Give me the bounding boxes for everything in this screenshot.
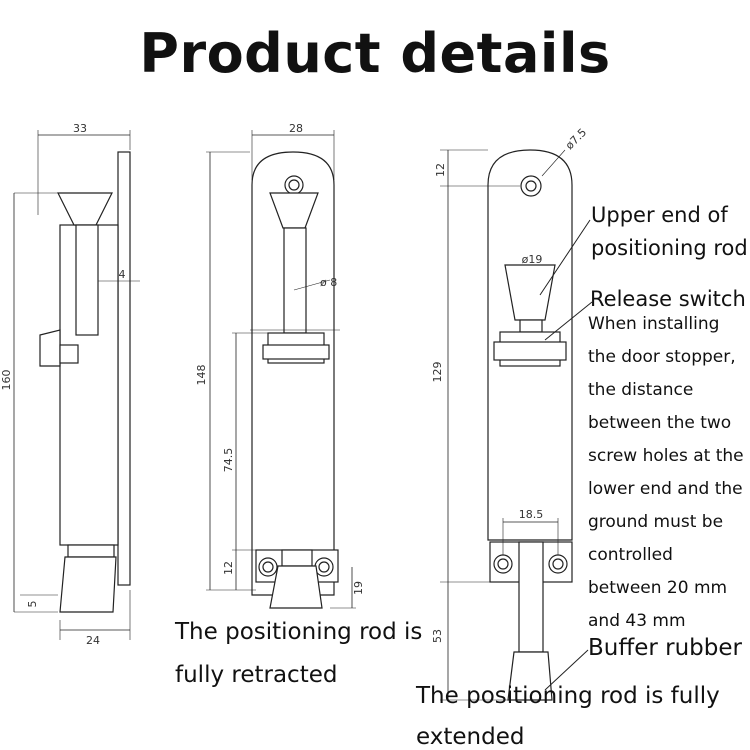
dim-view2-width: 28 xyxy=(289,122,303,135)
dim-view1-base: 24 xyxy=(86,634,100,647)
release-switch-label: Release switch xyxy=(590,287,746,311)
dim-view3-height: 129 xyxy=(431,362,444,383)
dim-view1-bottom: 5 xyxy=(26,601,39,608)
install-note-line: ground must be xyxy=(588,512,724,532)
retracted-caption-line1: The positioning rod is xyxy=(175,619,423,645)
dim-view3-top: 12 xyxy=(434,163,447,177)
extended-caption-line2: extended xyxy=(416,724,525,750)
dim-view3-extension: 53 xyxy=(431,629,444,643)
install-note-line: between the two xyxy=(588,413,732,433)
install-note-line: lower end and the xyxy=(588,479,743,499)
dim-view2-bottom: 12 xyxy=(222,561,235,575)
dim-view2-foot: 19 xyxy=(352,581,365,595)
buffer-rubber-label: Buffer rubber xyxy=(588,635,742,661)
page-title: Product details xyxy=(139,22,611,85)
install-note-line: the door stopper, xyxy=(588,347,736,367)
dim-view1-width: 33 xyxy=(73,122,87,135)
install-note-line: When installing xyxy=(588,314,720,334)
front-view-extended xyxy=(440,149,593,701)
install-note-line: the distance xyxy=(588,380,694,400)
install-note-line: screw holes at the xyxy=(588,446,744,466)
dim-view1-height: 160 xyxy=(0,370,13,391)
dim-view3-switch: ø19 xyxy=(522,253,543,266)
extended-caption-line1: The positioning rod is fully xyxy=(416,683,720,709)
dim-view3-spacing: 18.5 xyxy=(519,508,544,521)
dimension-labels: 33 4 160 5 24 28 ø 8 148 74.5 12 19 ø7.5… xyxy=(0,122,589,647)
retracted-caption-line2: fully retracted xyxy=(175,662,338,688)
install-note-line: between 20 mm xyxy=(588,578,728,598)
dim-view1-plate: 4 xyxy=(119,268,126,281)
side-view xyxy=(13,130,140,640)
install-note-line: controlled xyxy=(588,545,673,565)
dim-view2-height: 148 xyxy=(195,365,208,386)
upper-end-label-line2: positioning rod xyxy=(591,236,748,260)
install-note: When installing the door stopper, the di… xyxy=(588,308,744,638)
dim-view2-rod: ø 8 xyxy=(320,276,337,289)
dim-view3-hole: ø7.5 xyxy=(563,126,589,152)
dim-view2-mid: 74.5 xyxy=(222,448,235,473)
front-view-retracted xyxy=(206,130,356,609)
upper-end-label-line1: Upper end of xyxy=(591,203,728,227)
install-note-line: and 43 mm xyxy=(588,611,686,631)
